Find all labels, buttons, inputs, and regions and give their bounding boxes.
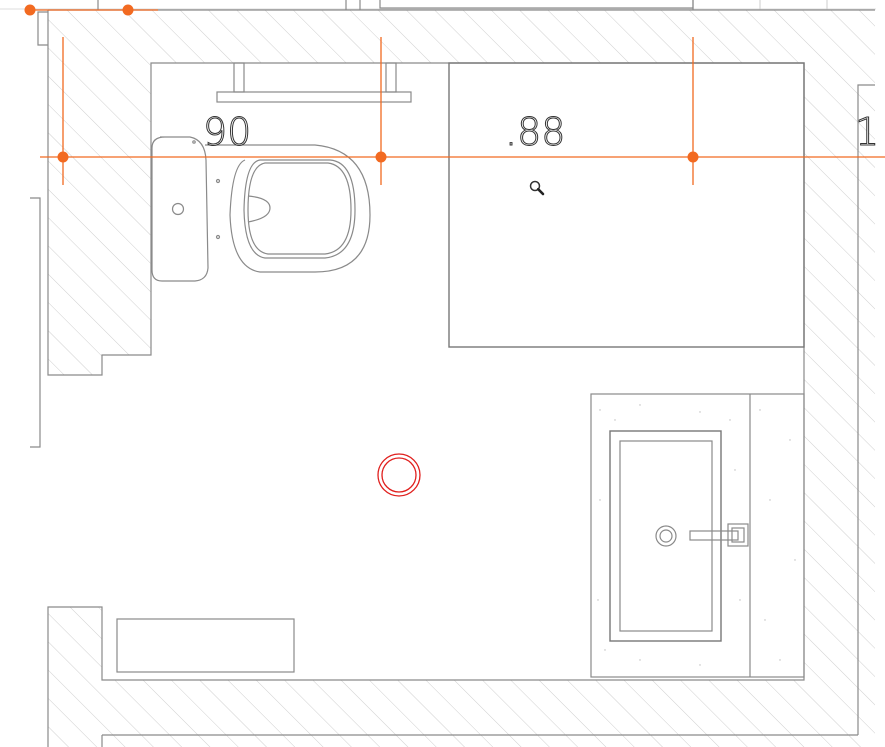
grip-handle[interactable] (687, 151, 699, 163)
grip-handle[interactable] (122, 4, 134, 16)
shower-dimension-label: .88 (505, 110, 565, 154)
grip-handle[interactable] (57, 151, 69, 163)
floor-drain-marker[interactable] (377, 453, 421, 497)
towel-shelf[interactable] (216, 62, 412, 103)
grip-handle[interactable] (375, 151, 387, 163)
toilet-dimension-label: 90 (203, 110, 251, 154)
top-strip (0, 0, 885, 10)
storage-unit[interactable] (116, 618, 295, 673)
zoom-cursor-icon (529, 180, 545, 196)
right-dimension-label: 1 (855, 110, 879, 154)
shower-tray[interactable] (448, 62, 805, 348)
vanity-sink[interactable] (590, 393, 805, 678)
toilet[interactable] (151, 136, 371, 282)
grip-handle[interactable] (24, 4, 36, 16)
